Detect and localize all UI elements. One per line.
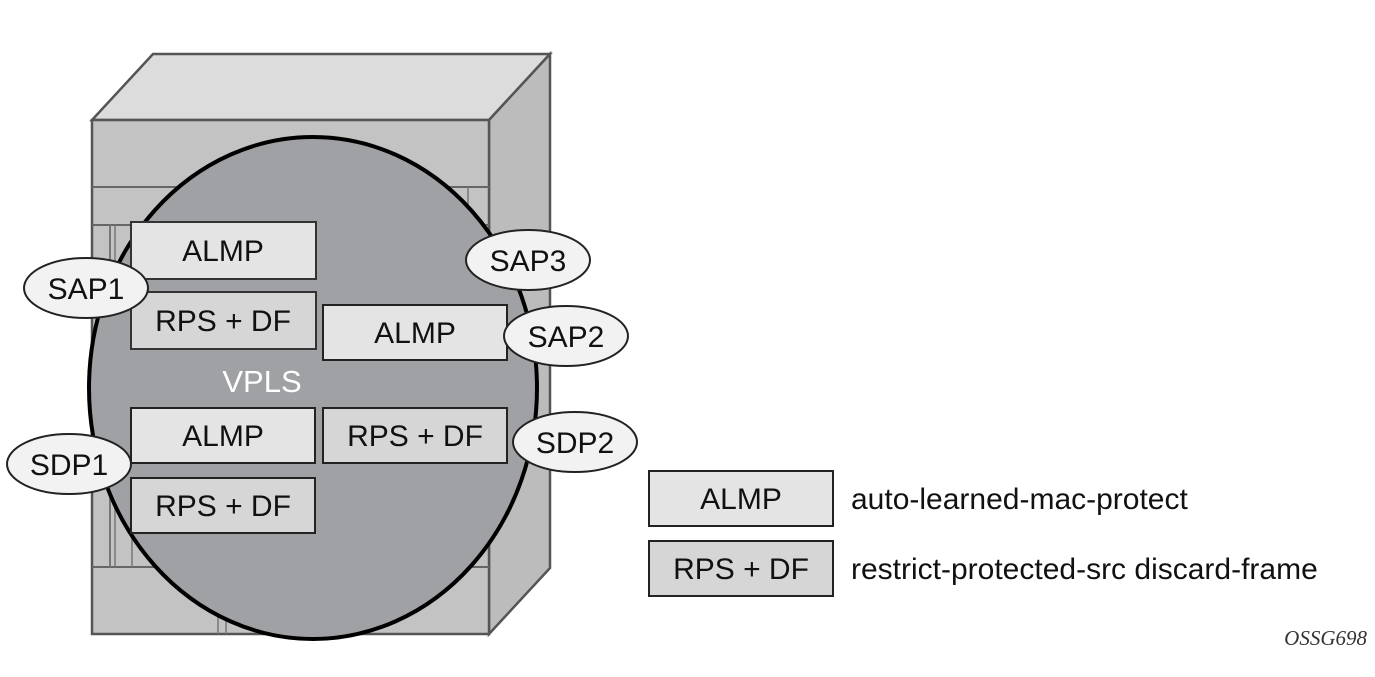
svg-text:RPS + DF: RPS + DF — [155, 490, 291, 523]
legend-abbr: ALMP — [700, 483, 782, 516]
box-sdp2-rps: RPS + DF — [322, 407, 508, 464]
svg-text:RPS + DF: RPS + DF — [155, 305, 291, 338]
svg-text:ALMP: ALMP — [182, 420, 264, 453]
legend-item-almp: ALMP auto-learned-mac-protect — [648, 470, 1188, 527]
legend-abbr: RPS + DF — [673, 553, 809, 586]
legend-description: auto-learned-mac-protect — [851, 483, 1188, 516]
box-sap1-rps: RPS + DF — [130, 291, 317, 350]
endpoint-sap1: SAP1 — [23, 257, 149, 319]
svg-text:RPS + DF: RPS + DF — [347, 420, 483, 453]
svg-text:SDP2: SDP2 — [536, 427, 614, 460]
box-sdp1-almp: ALMP — [130, 407, 316, 464]
vpls-label: VPLS — [222, 364, 301, 399]
endpoint-sap3: SAP3 — [465, 229, 591, 291]
box-sdp1-rps: RPS + DF — [130, 477, 316, 534]
figure-id: OSSG698 — [1284, 626, 1367, 650]
svg-text:SAP1: SAP1 — [48, 273, 125, 306]
vpls-circle — [87, 135, 539, 641]
endpoint-sdp1: SDP1 — [6, 433, 132, 495]
svg-text:ALMP: ALMP — [374, 317, 456, 350]
box-sap2-almp: ALMP — [322, 304, 508, 361]
svg-text:SAP2: SAP2 — [528, 321, 605, 354]
box-sap1-almp: ALMP — [130, 221, 317, 280]
svg-text:SDP1: SDP1 — [30, 449, 108, 482]
legend: ALMP auto-learned-mac-protect RPS + DF r… — [648, 470, 1318, 597]
legend-item-rps: RPS + DF restrict-protected-src discard-… — [648, 540, 1318, 597]
chassis-top-face — [89, 52, 553, 122]
svg-text:ALMP: ALMP — [182, 235, 264, 268]
endpoint-sdp2: SDP2 — [512, 411, 638, 473]
svg-text:SAP3: SAP3 — [490, 245, 567, 278]
legend-description: restrict-protected-src discard-frame — [851, 553, 1318, 586]
endpoint-sap2: SAP2 — [503, 305, 629, 367]
